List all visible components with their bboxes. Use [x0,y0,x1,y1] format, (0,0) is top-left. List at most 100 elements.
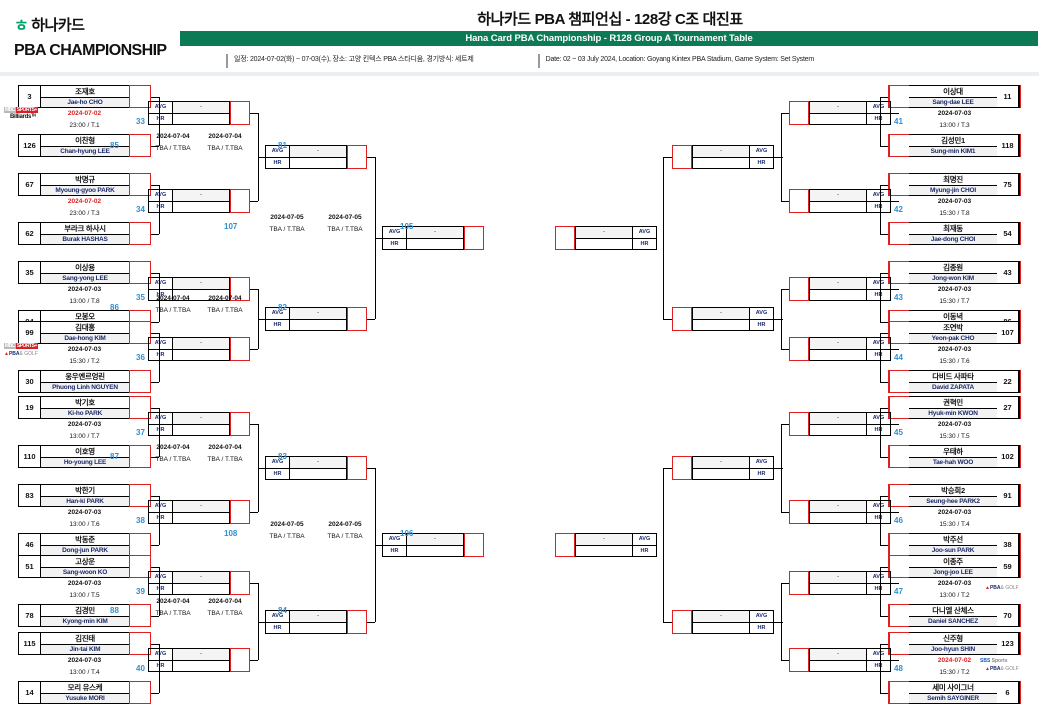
player-score[interactable] [129,534,150,555]
result-score[interactable] [230,500,250,524]
player-score[interactable] [889,174,910,195]
result-card[interactable]: AVG-HR [672,145,774,169]
player-score[interactable] [889,556,910,577]
player-score[interactable] [889,262,910,283]
result-score[interactable] [672,145,692,169]
result-score[interactable] [789,277,809,301]
result-score[interactable] [230,277,250,301]
player-score[interactable] [129,397,150,418]
result-score[interactable] [789,500,809,524]
player-score[interactable] [129,446,150,467]
player-score[interactable] [129,605,150,626]
result-card[interactable]: AVG-HR [382,533,484,557]
result-score[interactable] [230,337,250,361]
result-card[interactable]: AVG-HR [148,277,250,301]
result-score[interactable] [555,533,575,557]
result-score[interactable] [230,101,250,125]
result-score[interactable] [672,456,692,480]
result-score[interactable] [230,412,250,436]
result-card[interactable]: AVG-HR [148,648,250,672]
result-score[interactable] [230,571,250,595]
player-score[interactable] [129,682,150,703]
player-score[interactable] [889,534,910,555]
result-card[interactable]: AVG-HR [672,456,774,480]
player-score[interactable] [889,322,910,343]
result-score[interactable] [789,337,809,361]
result-card[interactable]: AVG-HR [148,412,250,436]
player-score[interactable] [129,135,150,156]
result-card[interactable]: AVG-HR [789,277,891,301]
result-score[interactable] [347,456,367,480]
result-card[interactable]: AVG-HR [789,500,891,524]
result-card[interactable]: AVG-HR [148,337,250,361]
result-score[interactable] [230,648,250,672]
result-score[interactable] [230,189,250,213]
result-score[interactable] [672,307,692,331]
result-score[interactable] [789,648,809,672]
player-score[interactable] [889,633,910,654]
player-score[interactable] [889,397,910,418]
result-score[interactable] [789,101,809,125]
player-score[interactable] [129,86,150,107]
result-score[interactable] [464,533,484,557]
result-card[interactable]: AVG-HR [148,189,250,213]
player-score[interactable] [889,135,910,156]
result-score[interactable] [789,571,809,595]
result-card[interactable]: AVG-HR [148,500,250,524]
player-score[interactable] [889,371,910,392]
result-score[interactable] [347,307,367,331]
result-card[interactable]: AVG-HR [382,226,484,250]
player-score[interactable] [889,682,910,703]
result-card[interactable]: AVG-HR [148,101,250,125]
result-score[interactable] [347,145,367,169]
result-card[interactable]: AVG-HR [789,571,891,595]
player-score[interactable] [129,485,150,506]
result-card[interactable]: AVG-HR [789,189,891,213]
player-score[interactable] [129,633,150,654]
result-card[interactable]: AVG-HR [265,456,367,480]
result-card[interactable]: AVG-HR [672,610,774,634]
result-score[interactable] [672,610,692,634]
player-score[interactable] [889,485,910,506]
result-card[interactable]: AVG-HR [789,648,891,672]
result-score[interactable] [789,189,809,213]
result-card[interactable]: AVG-HR [789,101,891,125]
result-score[interactable] [789,412,809,436]
player-score[interactable] [889,605,910,626]
result-card[interactable]: AVG-HR [265,145,367,169]
